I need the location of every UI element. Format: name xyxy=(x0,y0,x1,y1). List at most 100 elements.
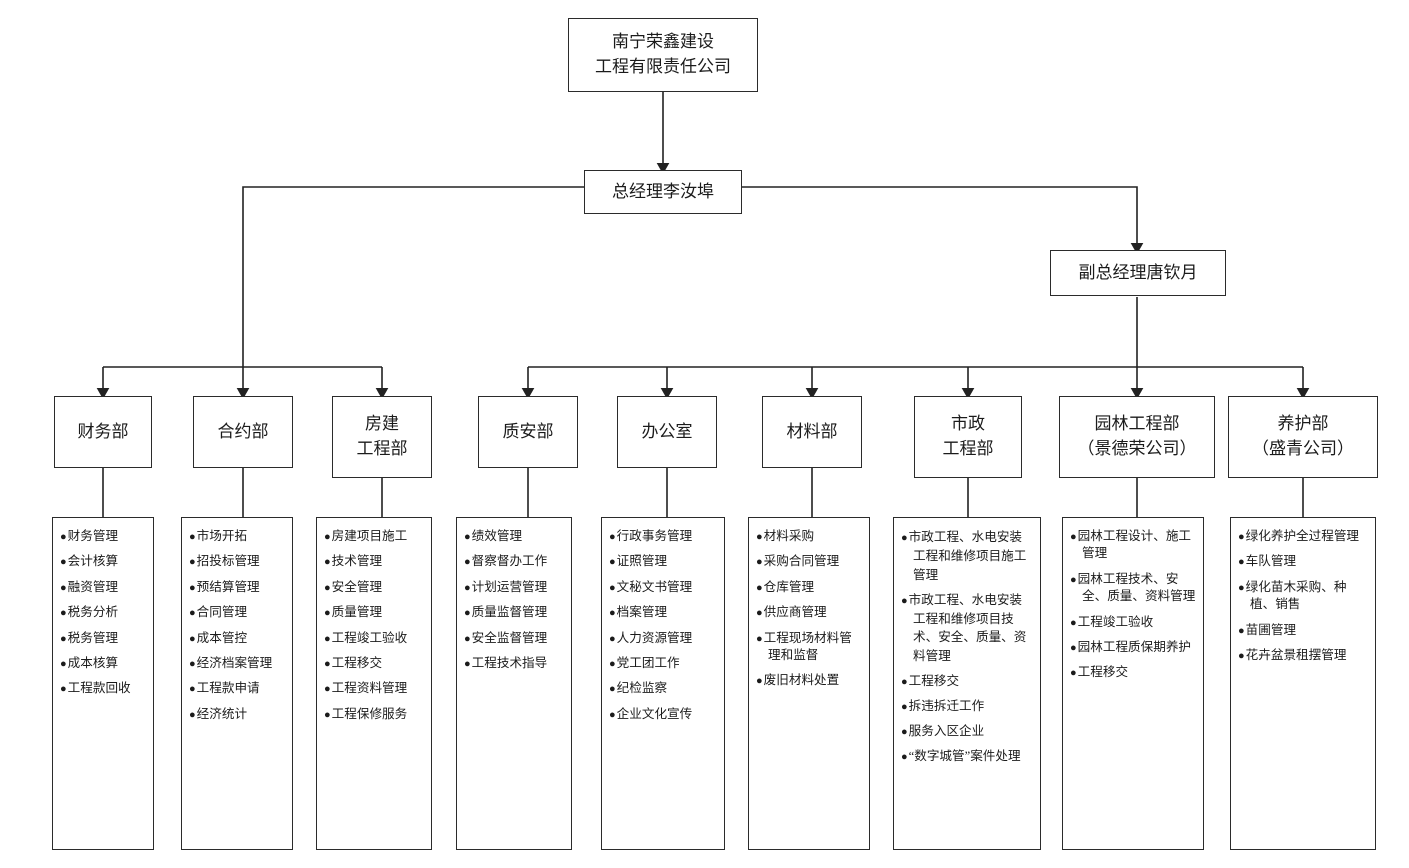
duty-label: 工程款申请 xyxy=(196,681,260,696)
deputy-general-manager-label: 副总经理唐钦月 xyxy=(1078,262,1198,282)
bullet-icon: ● xyxy=(756,556,763,569)
department-label: 合约部 xyxy=(217,421,269,441)
department-label: 财务部 xyxy=(77,421,129,441)
duty-item: ●市政工程、水电安装工程和维修项目技术、安全、质量、资料管理 xyxy=(901,591,1033,667)
bullet-icon: ● xyxy=(189,531,196,543)
bullet-icon: ● xyxy=(1238,556,1245,569)
node-department-building-engineering[interactable]: 房建 工程部 xyxy=(332,396,432,478)
node-company-root[interactable]: 南宁荣鑫建设 工程有限责任公司 xyxy=(568,18,758,92)
duty-label: 服务入区企业 xyxy=(908,724,985,739)
duty-list-materials: ●材料采购●采购合同管理●仓库管理●供应商管理●工程现场材料管理和监督●废旧材料… xyxy=(748,517,870,850)
bullet-icon: ● xyxy=(609,632,616,645)
duty-item: ●工程款回收 xyxy=(60,680,146,697)
duty-item: ●房建项目施工 xyxy=(324,528,424,545)
bullet-icon: ● xyxy=(324,657,331,670)
bullet-icon: ● xyxy=(1238,581,1245,594)
node-department-office[interactable]: 办公室 xyxy=(617,396,717,468)
department-label: 市政 工程部 xyxy=(942,414,994,458)
node-department-contract[interactable]: 合约部 xyxy=(193,396,293,468)
bullet-icon: ● xyxy=(324,556,331,569)
node-department-quality-safety[interactable]: 质安部 xyxy=(478,396,578,468)
duty-item: ●供应商管理 xyxy=(756,604,862,621)
duty-label: 市场开拓 xyxy=(196,529,248,543)
bullet-icon: ● xyxy=(901,701,908,714)
bullet-icon: ● xyxy=(189,708,196,721)
duty-item: ●拆违拆迁工作 xyxy=(901,697,1033,716)
duty-item: ●工程资料管理 xyxy=(324,680,424,697)
node-department-maintenance[interactable]: 养护部 （盛青公司） xyxy=(1228,396,1378,478)
duty-list: ●市场开拓●招投标管理●预结算管理●合同管理●成本管控●经济档案管理●工程款申请… xyxy=(189,528,285,723)
duty-label: “数字城管”案件处理 xyxy=(908,748,1021,763)
duty-label: 预结算管理 xyxy=(196,579,260,594)
node-department-municipal[interactable]: 市政 工程部 xyxy=(914,396,1022,478)
duty-item: ●工程移交 xyxy=(1070,664,1196,681)
duty-item: ●技术管理 xyxy=(324,553,424,570)
bullet-icon: ● xyxy=(189,581,196,594)
node-department-landscape[interactable]: 园林工程部 （景德荣公司） xyxy=(1059,396,1215,478)
bullet-icon: ● xyxy=(1070,667,1077,680)
duty-list: ●园林工程设计、施工管理●园林工程技术、安全、质量、资料管理●工程竣工验收●园林… xyxy=(1070,528,1196,682)
duty-item: ●园林工程技术、安全、质量、资料管理 xyxy=(1070,571,1196,606)
node-deputy-general-manager[interactable]: 副总经理唐钦月 xyxy=(1050,250,1226,296)
duty-item: ●经济档案管理 xyxy=(189,655,285,672)
duty-label: 苗圃管理 xyxy=(1245,622,1297,637)
duty-label: 融资管理 xyxy=(67,579,119,594)
duty-item: ●绿化苗木采购、种植、销售 xyxy=(1238,579,1368,614)
department-label: 办公室 xyxy=(641,421,693,441)
duty-label: 园林工程质保期养护 xyxy=(1077,639,1191,654)
bullet-icon: ● xyxy=(609,556,616,569)
duty-label: 工程款回收 xyxy=(67,681,131,696)
duty-label: 行政事务管理 xyxy=(616,529,693,543)
duty-item: ●废旧材料处置 xyxy=(756,672,862,689)
department-label: 园林工程部 （景德荣公司） xyxy=(1077,414,1197,458)
duty-label: 采购合同管理 xyxy=(763,554,840,569)
duty-item: ●证照管理 xyxy=(609,553,717,570)
bullet-icon: ● xyxy=(609,657,616,670)
node-general-manager[interactable]: 总经理李汝埠 xyxy=(584,170,742,214)
company-name-label: 南宁荣鑫建设 工程有限责任公司 xyxy=(595,32,731,76)
bullet-icon: ● xyxy=(324,683,331,696)
duty-label: 市政工程、水电安装工程和维修项目施工管理 xyxy=(908,530,1027,582)
duty-item: ●税务分析 xyxy=(60,604,146,621)
duty-item: ●工程款申请 xyxy=(189,680,285,697)
bullet-icon: ● xyxy=(189,683,196,696)
duty-label: 工程保修服务 xyxy=(331,706,408,721)
duty-item: ●市场开拓 xyxy=(189,528,285,545)
bullet-icon: ● xyxy=(901,532,908,544)
duty-list-maintenance: ●绿化养护全过程管理●车队管理●绿化苗木采购、种植、销售●苗圃管理●花卉盆景租摆… xyxy=(1230,517,1376,850)
bullet-icon: ● xyxy=(189,657,196,670)
duty-label: 成本管控 xyxy=(196,630,248,645)
bullet-icon: ● xyxy=(901,676,908,689)
duty-item: ●行政事务管理 xyxy=(609,528,717,545)
duty-label: 招投标管理 xyxy=(196,554,260,569)
duty-label: 财务管理 xyxy=(67,529,119,543)
bullet-icon: ● xyxy=(60,657,67,670)
duty-item: ●园林工程设计、施工管理 xyxy=(1070,528,1196,563)
duty-item: ●督察督办工作 xyxy=(464,553,564,570)
bullet-icon: ● xyxy=(60,581,67,594)
bullet-icon: ● xyxy=(464,531,471,543)
bullet-icon: ● xyxy=(324,531,331,543)
duty-item: ●档案管理 xyxy=(609,604,717,621)
duty-list-finance: ●财务管理●会计核算●融资管理●税务分析●税务管理●成本核算●工程款回收 xyxy=(52,517,154,850)
duty-item: ●税务管理 xyxy=(60,630,146,647)
duty-item: ●服务入区企业 xyxy=(901,722,1033,741)
duty-label: 经济统计 xyxy=(196,706,248,721)
duty-label: 计划运营管理 xyxy=(471,579,548,594)
node-department-finance[interactable]: 财务部 xyxy=(54,396,152,468)
bullet-icon: ● xyxy=(60,556,67,569)
duty-label: 材料采购 xyxy=(763,529,815,543)
duty-item: ●园林工程质保期养护 xyxy=(1070,639,1196,656)
bullet-icon: ● xyxy=(1238,649,1245,662)
duty-label: 车队管理 xyxy=(1245,554,1297,569)
department-label: 质安部 xyxy=(502,421,554,441)
duty-item: ●工程竣工验收 xyxy=(324,630,424,647)
duty-label: 工程资料管理 xyxy=(331,681,408,696)
node-department-materials[interactable]: 材料部 xyxy=(762,396,862,468)
duty-label: 工程移交 xyxy=(1077,665,1129,680)
bullet-icon: ● xyxy=(60,607,67,620)
duty-item: ●安全管理 xyxy=(324,579,424,596)
bullet-icon: ● xyxy=(324,607,331,620)
duty-item: ●文秘文书管理 xyxy=(609,579,717,596)
